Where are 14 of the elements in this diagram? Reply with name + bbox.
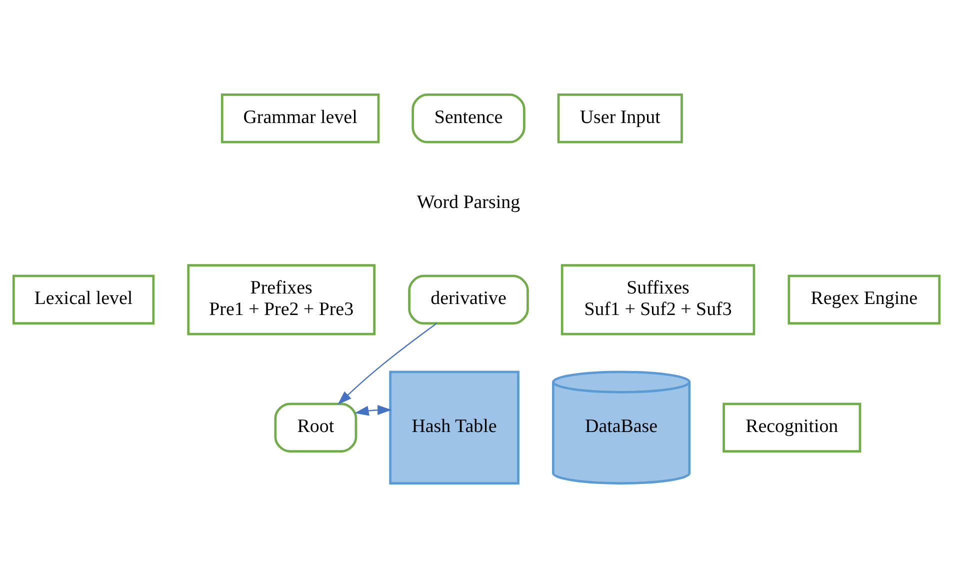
node-box: Prefixes Pre1 + Pre2 + Pre3 xyxy=(187,264,376,336)
arrow xyxy=(338,322,438,405)
node-box: Recognition xyxy=(722,402,862,452)
node-box: Grammar level xyxy=(220,94,380,144)
label: Word Parsing xyxy=(416,192,520,214)
node-box: derivative xyxy=(408,274,529,325)
node-box: Lexical level xyxy=(12,274,155,325)
node-box: Root xyxy=(274,402,358,452)
node-box: User Input xyxy=(557,94,683,144)
node-box: Sentence xyxy=(412,94,526,144)
arrow xyxy=(354,405,392,416)
node-box: Hash Table xyxy=(389,370,520,484)
node-box: Suffixes Suf1 + Suf2 + Suf3 xyxy=(560,264,756,336)
node-box: Regex Engine xyxy=(788,274,941,325)
